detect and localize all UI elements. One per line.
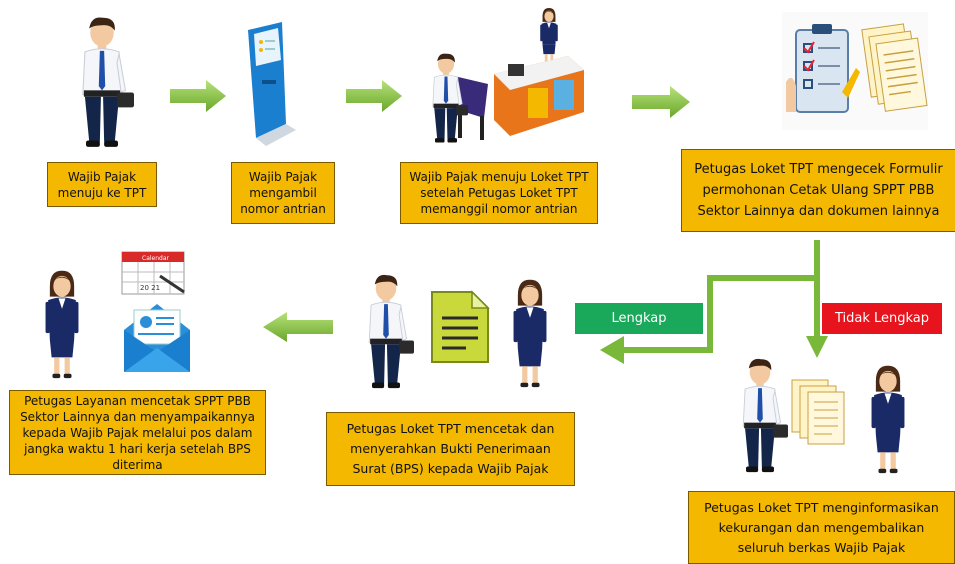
officer-man-figure [358, 268, 414, 400]
bps-document-icon [430, 290, 490, 364]
step-box-2: Wajib Pajak mengambil nomor antrian [231, 162, 335, 224]
officer-woman-figure-2 [862, 360, 914, 484]
step-box-4: Petugas Loket TPT mengecek Formulir perm… [681, 149, 955, 232]
arrow-right-1 [170, 80, 226, 112]
step-box-3: Wajib Pajak menuju Loket TPT setelah Pet… [400, 162, 598, 224]
taxpayer-figure-1 [70, 10, 134, 160]
branch-label-incomplete: Tidak Lengkap [822, 303, 942, 334]
branch-label-complete: Lengkap [575, 303, 703, 334]
step-box-5: Petugas Loket TPT menginformasikan kekur… [688, 491, 955, 564]
checklist-document-icon [782, 12, 928, 130]
taxpayer-figure-return [732, 352, 788, 484]
mail-envelope-icon [122, 300, 192, 374]
service-officer-figure [36, 268, 88, 386]
counter-scene-illustration [418, 8, 588, 156]
step-box-7: Petugas Layanan mencetak SPPT PBB Sektor… [9, 390, 266, 475]
step-box-1: Wajib Pajak menuju ke TPT [47, 162, 157, 207]
arrow-right-3 [632, 86, 690, 118]
officer-woman-figure [504, 274, 556, 398]
calendar-icon: Calendar 20 21 [120, 246, 190, 296]
calendar-numbers-text: 20 21 [140, 284, 160, 292]
branch-connector [590, 240, 840, 370]
queue-kiosk-icon [238, 20, 310, 150]
step-box-6: Petugas Loket TPT mencetak dan menyerahk… [326, 412, 575, 486]
returned-documents-icon [790, 378, 852, 448]
arrow-left-1 [263, 312, 333, 342]
calendar-title-text: Calendar [142, 255, 170, 262]
arrow-right-2 [346, 80, 402, 112]
